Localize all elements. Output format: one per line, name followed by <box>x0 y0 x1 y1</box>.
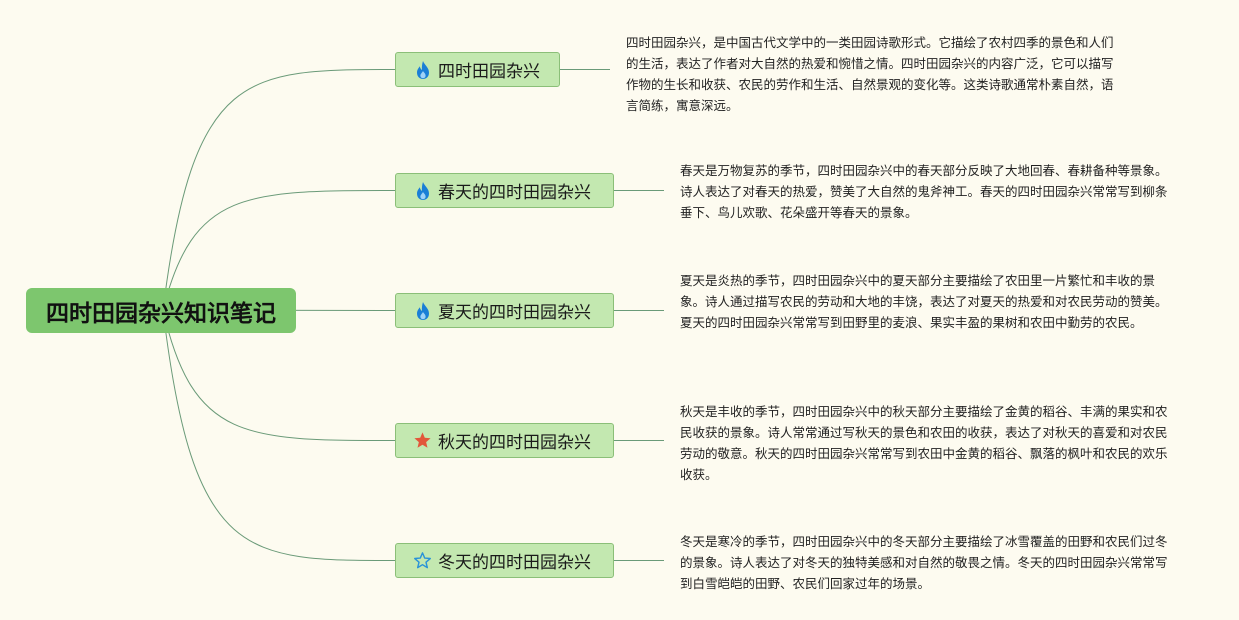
flame-icon <box>413 301 432 321</box>
branch-label: 春天的四时田园杂兴 <box>438 183 591 203</box>
note-winter: 冬天是寒冷的季节，四时田园杂兴中的冬天部分主要描绘了冰雪覆盖的田野和农民们过冬的… <box>680 534 1168 591</box>
branch-topic-spring[interactable]: 春天的四时田园杂兴 <box>395 173 614 208</box>
root-topic-label: 四时田园杂兴知识笔记 <box>46 300 276 327</box>
root-topic[interactable]: 四时田园杂兴知识笔记 <box>26 288 296 333</box>
branch-topic-summer[interactable]: 夏天的四时田园杂兴 <box>395 293 614 328</box>
branch-label: 夏天的四时田园杂兴 <box>438 303 591 323</box>
branch-label: 冬天的四时田园杂兴 <box>438 553 591 573</box>
note-summer: 夏天是炎热的季节，四时田园杂兴中的夏天部分主要描绘了农田里一片繁忙和丰收的景象。… <box>680 273 1168 330</box>
star-outline-icon <box>413 551 432 571</box>
connector-root-to-branch <box>162 309 396 561</box>
branch-topic-winter[interactable]: 冬天的四时田园杂兴 <box>395 543 614 578</box>
connector-root-to-branch <box>162 190 396 311</box>
branch-topic-autumn[interactable]: 秋天的四时田园杂兴 <box>395 423 614 458</box>
flame-icon <box>413 60 432 80</box>
flame-icon <box>413 181 432 201</box>
connector-root-to-branch <box>162 69 396 311</box>
note-overview: 四时田园杂兴，是中国古代文学中的一类田园诗歌形式。它描绘了农村四季的景色和人们的… <box>626 35 1114 113</box>
branch-label: 四时田园杂兴 <box>438 62 540 82</box>
star-filled-icon <box>413 431 432 451</box>
note-autumn: 秋天是丰收的季节，四时田园杂兴中的秋天部分主要描绘了金黄的稻谷、丰满的果实和农民… <box>680 404 1168 482</box>
connector-root-to-branch <box>162 309 396 441</box>
branch-label: 秋天的四时田园杂兴 <box>438 433 591 453</box>
branch-topic-overview[interactable]: 四时田园杂兴 <box>395 52 560 87</box>
note-spring: 春天是万物复苏的季节，四时田园杂兴中的春天部分反映了大地回春、春耕备种等景象。诗… <box>680 163 1168 220</box>
